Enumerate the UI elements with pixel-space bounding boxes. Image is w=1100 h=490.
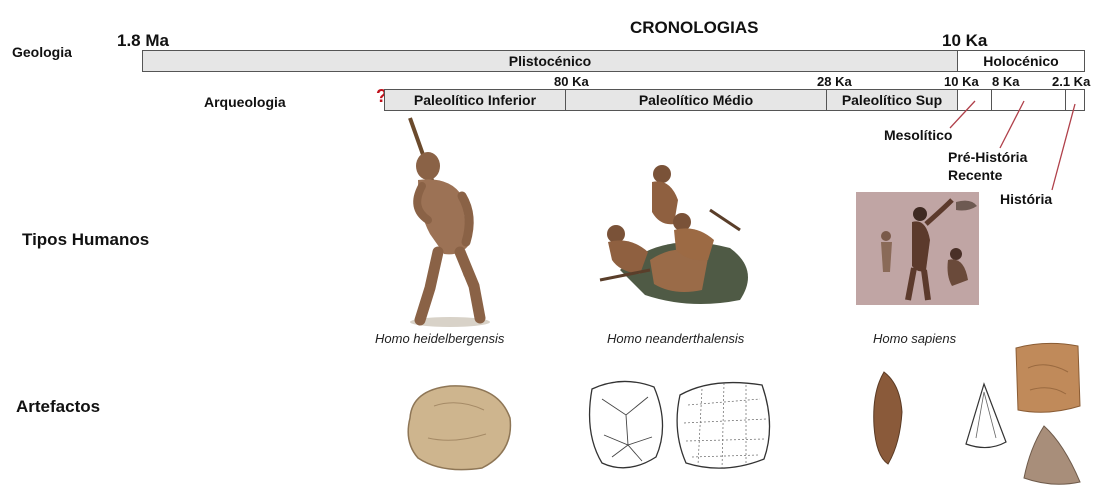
tick-80ka: 80 Ka: [554, 74, 589, 89]
period-holocenico: Holocénico: [957, 50, 1085, 72]
homo-neanderthalensis-scene: [590, 160, 765, 310]
geology-start-mark: 1.8 Ma: [117, 31, 169, 51]
geology-end-mark: 10 Ka: [942, 31, 987, 51]
period-mesolitico-cell: [957, 89, 992, 111]
tick-2-1ka: 2.1 Ka: [1052, 74, 1090, 89]
period-paleolitico-medio: Paleolítico Médio: [565, 89, 827, 111]
tick-28ka: 28 Ka: [817, 74, 852, 89]
levallois-flake-drawing: [582, 375, 670, 475]
callout-historia: História: [1000, 190, 1052, 208]
row-label-human-types: Tipos Humanos: [22, 230, 149, 250]
pottery-fragment: [1012, 340, 1082, 416]
period-historia-cell: [1065, 89, 1085, 111]
callout-mesolitico: Mesolítico: [884, 126, 952, 144]
tick-10ka: 10 Ka: [944, 74, 979, 89]
homo-sapiens-painting: [856, 192, 979, 305]
tick-8ka: 8 Ka: [992, 74, 1019, 89]
pebble-tool-artifact: [398, 380, 516, 475]
homo-heidelbergensis-figure: [370, 116, 530, 328]
callout-pre-historia-recente: Pré-História Recente: [948, 148, 1058, 184]
period-pre-historia-cell: [991, 89, 1066, 111]
caption-homo-heidelbergensis: Homo heidelbergensis: [375, 331, 504, 346]
point-drawing: [958, 382, 1012, 454]
blade-tool-artifact: [866, 370, 908, 466]
caption-homo-sapiens: Homo sapiens: [873, 331, 956, 346]
caption-homo-neanderthalensis: Homo neanderthalensis: [607, 331, 744, 346]
page-title: CRONOLOGIAS: [630, 18, 758, 38]
period-plistocenico: Plistocénico: [142, 50, 958, 72]
levallois-core-drawing: [672, 375, 776, 475]
period-paleolitico-sup: Paleolítico Sup: [826, 89, 958, 111]
arrowhead-artifact: [1020, 424, 1084, 488]
archaeology-label: Arqueologia: [204, 94, 286, 110]
period-paleolitico-inferior: Paleolítico Inferior: [384, 89, 566, 111]
geology-label: Geologia: [12, 44, 72, 60]
row-label-artifacts: Artefactos: [16, 397, 100, 417]
